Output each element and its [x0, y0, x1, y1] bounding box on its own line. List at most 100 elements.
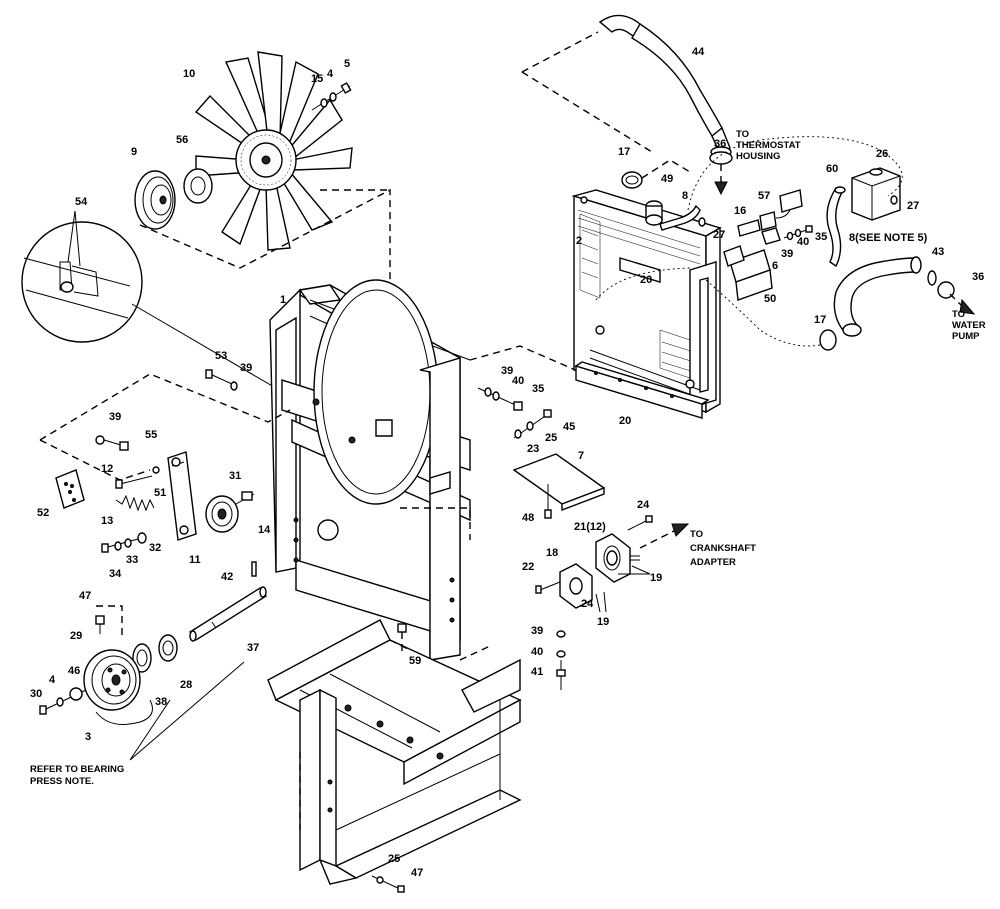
- tube-fitting: [698, 195, 898, 227]
- overflow-tube-path-lower: [705, 279, 821, 347]
- shaft-key: [251, 561, 257, 577]
- see-note-5-label: 8(SEE NOTE 5): [849, 232, 928, 244]
- pulley-bolt: [95, 615, 105, 634]
- thermostat-arrow: [714, 164, 728, 196]
- crankshaft-adapter-group: [535, 515, 653, 613]
- water-pump-arrow: [949, 293, 976, 315]
- fan-bolt-hardware: [311, 82, 352, 111]
- note-line: CRANKSHAFT: [690, 543, 756, 554]
- part-callout-c10: 10: [183, 68, 195, 80]
- part-callout-c48: 48: [522, 512, 534, 524]
- bearing-hub: [132, 634, 178, 673]
- part-callout-c36a: 36: [714, 138, 726, 150]
- note-line: PUMP: [952, 331, 980, 342]
- part-callout-c47b: 47: [411, 867, 423, 879]
- part-callout-c37: 37: [247, 642, 259, 654]
- fan-blade-assembly: [194, 51, 353, 251]
- bearing-note-leader: [129, 661, 245, 761]
- coolant-sensor: [737, 189, 803, 237]
- part-callout-c4a: 4: [327, 68, 334, 80]
- part-callout-c2: 2: [576, 235, 582, 247]
- part-callout-c41: 41: [531, 666, 543, 678]
- shroud-bolt: [205, 369, 238, 391]
- part-callout-c3: 3: [85, 731, 91, 743]
- cover-plate-bolt: [544, 484, 552, 519]
- part-callout-c39e: 39: [531, 625, 543, 637]
- part-callout-c6: 6: [772, 260, 778, 272]
- idler-pulley: [205, 495, 239, 533]
- part-callout-c31: 31: [229, 470, 241, 482]
- sensor-bracket: [723, 227, 781, 301]
- part-callout-c54: 54: [75, 196, 88, 208]
- upper-hose-boundary: [521, 31, 691, 179]
- part-callout-c55: 55: [145, 429, 157, 441]
- crankshaft-arrow: [639, 523, 690, 549]
- note-line: HOUSING: [736, 151, 780, 162]
- part-callout-c45: 45: [563, 421, 575, 433]
- tensioner-spring: [115, 466, 160, 512]
- part-callout-c28: 28: [180, 679, 192, 691]
- tank-hose: [826, 186, 846, 268]
- frame-bolt: [397, 623, 407, 656]
- part-callout-c17b: 17: [814, 314, 826, 326]
- drive-shaft: [188, 586, 268, 642]
- part-callout-c30: 30: [30, 688, 42, 700]
- part-callout-c20b: 20: [619, 415, 631, 427]
- part-callout-c59: 59: [409, 655, 421, 667]
- bearing-press-note: REFER TO BEARING PRESS NOTE.: [30, 764, 124, 787]
- radiator-mount-boundary: [469, 329, 601, 373]
- part-callout-c35b: 35: [532, 383, 544, 395]
- radiator-cap: [645, 200, 663, 226]
- fan-spacer: [183, 168, 213, 204]
- part-callout-c40a: 40: [797, 236, 809, 248]
- crankshaft-note: TO CRANKSHAFT ADAPTER: [690, 529, 756, 568]
- idler-pulley-bolt: [235, 491, 255, 505]
- part-callout-c38: 38: [155, 696, 167, 708]
- part-callout-c16: 16: [734, 205, 746, 217]
- fan-pulley: [134, 170, 176, 230]
- tensioner-arm: [167, 451, 197, 541]
- part-callout-c15: 15: [311, 73, 323, 85]
- bar-mount-hardware: [513, 409, 552, 439]
- part-callout-c20a: 20: [640, 274, 652, 286]
- part-callout-c7: 7: [578, 450, 584, 462]
- bracket-boundary: [39, 373, 291, 441]
- bracket-bolt: [95, 435, 129, 451]
- note-line: TO: [736, 129, 749, 140]
- part-callout-c42: 42: [221, 571, 233, 583]
- part-callout-c19a: 19: [650, 572, 662, 584]
- cover-plate: [512, 453, 606, 512]
- part-callout-c46: 46: [68, 665, 80, 677]
- part-callout-c24b: 24: [581, 598, 594, 610]
- mount-stud-stack: [556, 630, 566, 690]
- part-callout-c1: 1: [280, 294, 286, 306]
- part-callout-c25b: 25: [388, 853, 400, 865]
- note-line: PRESS NOTE.: [30, 776, 94, 787]
- part-callout-c4b: 4: [49, 674, 56, 686]
- part-callout-c36b: 36: [972, 271, 984, 283]
- part-callout-c43: 43: [932, 246, 944, 258]
- part-callout-c12: 12: [101, 463, 113, 475]
- drive-belt: [95, 699, 153, 725]
- part-callout-c40c: 40: [531, 646, 543, 658]
- arm-pivot-hardware: [101, 532, 147, 553]
- part-callout-c39a: 39: [781, 248, 793, 260]
- part-callout-c21: 21(12): [574, 521, 606, 533]
- part-callout-c27a: 27: [907, 200, 919, 212]
- part-callout-c18: 18: [546, 547, 558, 559]
- part-callout-c14: 14: [258, 524, 271, 536]
- frame-mount-hardware: [477, 387, 523, 411]
- part-callout-c51: 51: [154, 487, 166, 499]
- part-callout-c39d: 39: [109, 411, 121, 423]
- part-callout-c60: 60: [826, 163, 838, 175]
- part-callout-c40b: 40: [512, 375, 524, 387]
- part-callout-c5a: 5: [344, 58, 350, 70]
- fan-group-boundary: [139, 188, 391, 318]
- part-callout-c17a: 17: [618, 146, 630, 158]
- note-line: TO: [690, 529, 703, 540]
- part-callout-c8a: 8: [682, 190, 688, 202]
- coolant-recovery-tank: [851, 167, 901, 221]
- tensioner-bracket: [55, 469, 85, 509]
- part-callout-c52: 52: [37, 507, 49, 519]
